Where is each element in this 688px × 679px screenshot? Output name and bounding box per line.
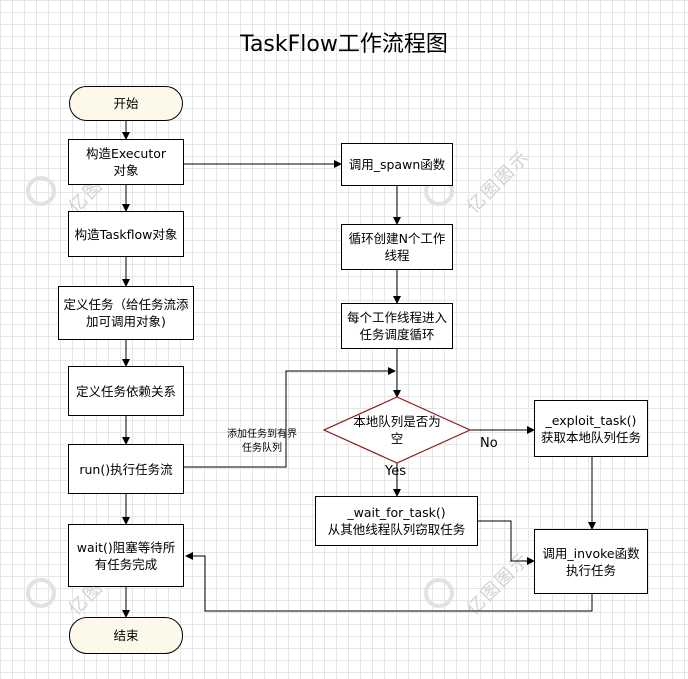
decision-label: 本地队列是否为 空 <box>353 414 441 446</box>
build-executor-node: 构造Executor 对象 <box>68 139 184 185</box>
no-label: No <box>480 436 498 451</box>
exploit-task-node: _exploit_task() 获取本地队列任务 <box>534 400 648 457</box>
watermark-logo-icon <box>26 176 56 206</box>
wait-node: wait()阻塞等待所 有任务完成 <box>68 524 184 587</box>
build-taskflow-node: 构造Taskflow对象 <box>68 211 184 257</box>
enter-loop-node: 每个工作线程进入 任务调度循环 <box>341 303 453 349</box>
watermark-logo-icon <box>26 578 56 608</box>
wait-for-task-node: _wait_for_task() 从其他线程队列窃取任务 <box>315 496 478 546</box>
call-spawn-node: 调用_spawn函数 <box>341 143 453 186</box>
diagram-title: TaskFlow工作流程图 <box>240 32 448 57</box>
add-to-queue-label: 添加任务到有界 任务队列 <box>227 429 297 454</box>
yes-label: Yes <box>385 464 406 479</box>
create-threads-node: 循环创建N个工作 线程 <box>341 224 453 270</box>
invoke-node: 调用_invoke函数 执行任务 <box>534 529 648 594</box>
define-tasks-node: 定义任务（给任务流添 加可调用对象) <box>58 286 194 340</box>
run-node: run()执行任务流 <box>68 444 184 494</box>
edge-invoke-to-wait <box>185 552 593 612</box>
edge-wait-for-task-to-invoke <box>478 520 535 565</box>
watermark-logo-icon <box>424 578 454 608</box>
end-node: 结束 <box>69 617 183 654</box>
edge-run-to-decision <box>184 367 396 468</box>
start-node: 开始 <box>69 86 183 121</box>
decision-diamond <box>322 396 472 464</box>
define-deps-node: 定义任务依赖关系 <box>68 366 184 416</box>
